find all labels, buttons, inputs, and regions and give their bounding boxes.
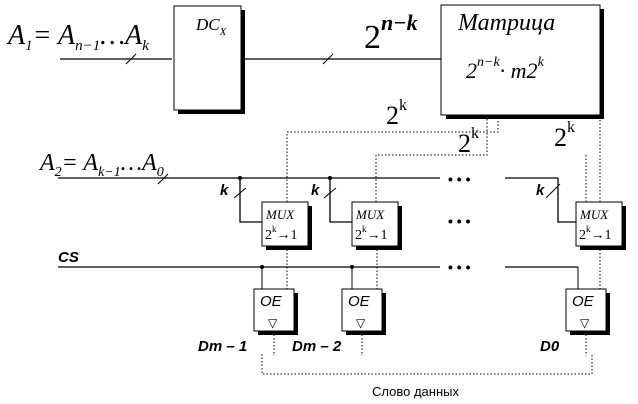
matrix-box [440,4,601,116]
svg-text:k: k [220,182,229,199]
data-word-bracket [261,354,593,375]
svg-text:▽: ▽ [356,316,366,330]
mux-2: MUX 2k→1 [351,201,402,250]
decoder-output-width: 2n−k [364,10,418,56]
svg-text:2k→1: 2k→1 [355,224,388,243]
oe-buffer-1: OE ▽ [253,288,298,335]
svg-text:A1= An−1…Ak: A1= An−1…Ak [6,20,149,54]
mux-1: MUX 2k→1 [261,201,312,250]
column-bus-label-1: 2k [458,125,479,158]
oe-buffer-3: OE ▽ [565,288,610,335]
output-lines [273,331,587,356]
address-high-bus-tick [125,53,137,65]
output-label-dm-1: Dm – 1 [198,338,247,355]
data-word-label: Слово данных [372,384,459,399]
mux-to-oe-lines [260,246,601,290]
oe-buffer-2: OE ▽ [341,288,386,335]
decoder-label: DCX [195,15,228,38]
address-low-label: A2= Ak−1…A0 [38,150,164,180]
svg-text:2k→1: 2k→1 [579,224,612,243]
decoder-box [173,5,242,111]
svg-text:MUX: MUX [579,207,609,222]
column-bus-label-2: 2k [554,119,575,152]
matrix-title: Матрица [457,10,555,36]
svg-text:k: k [536,182,545,199]
svg-text:▽: ▽ [580,316,590,330]
output-label-d0: D0 [540,338,560,355]
ellipsis-mux: • • • [448,213,471,229]
matrix-width-label: 2k [386,97,407,130]
mux-3: MUX 2k→1 [575,201,626,250]
svg-text:MUX: MUX [265,207,295,222]
address-low-bus-tick [157,173,169,185]
output-label-dm-2: Dm – 2 [292,338,342,355]
matrix-size: 2n−k· m2k [466,55,545,83]
svg-text:▽: ▽ [268,316,278,330]
ellipsis-cs: • • • [448,259,471,275]
decoder-bus-tick [322,53,334,65]
address-high-label: A1= An−1…Ak [6,20,149,54]
cs-label: CS [58,249,79,266]
ellipsis-address: • • • [448,171,471,187]
svg-text:OE: OE [260,293,283,310]
svg-text:MUX: MUX [355,207,385,222]
svg-text:k: k [311,182,320,199]
matrix-to-mux-lines [286,116,601,202]
select-taps: k k k [220,176,576,223]
svg-text:2k→1: 2k→1 [265,224,298,243]
svg-text:OE: OE [572,293,595,310]
svg-text:OE: OE [348,293,371,310]
